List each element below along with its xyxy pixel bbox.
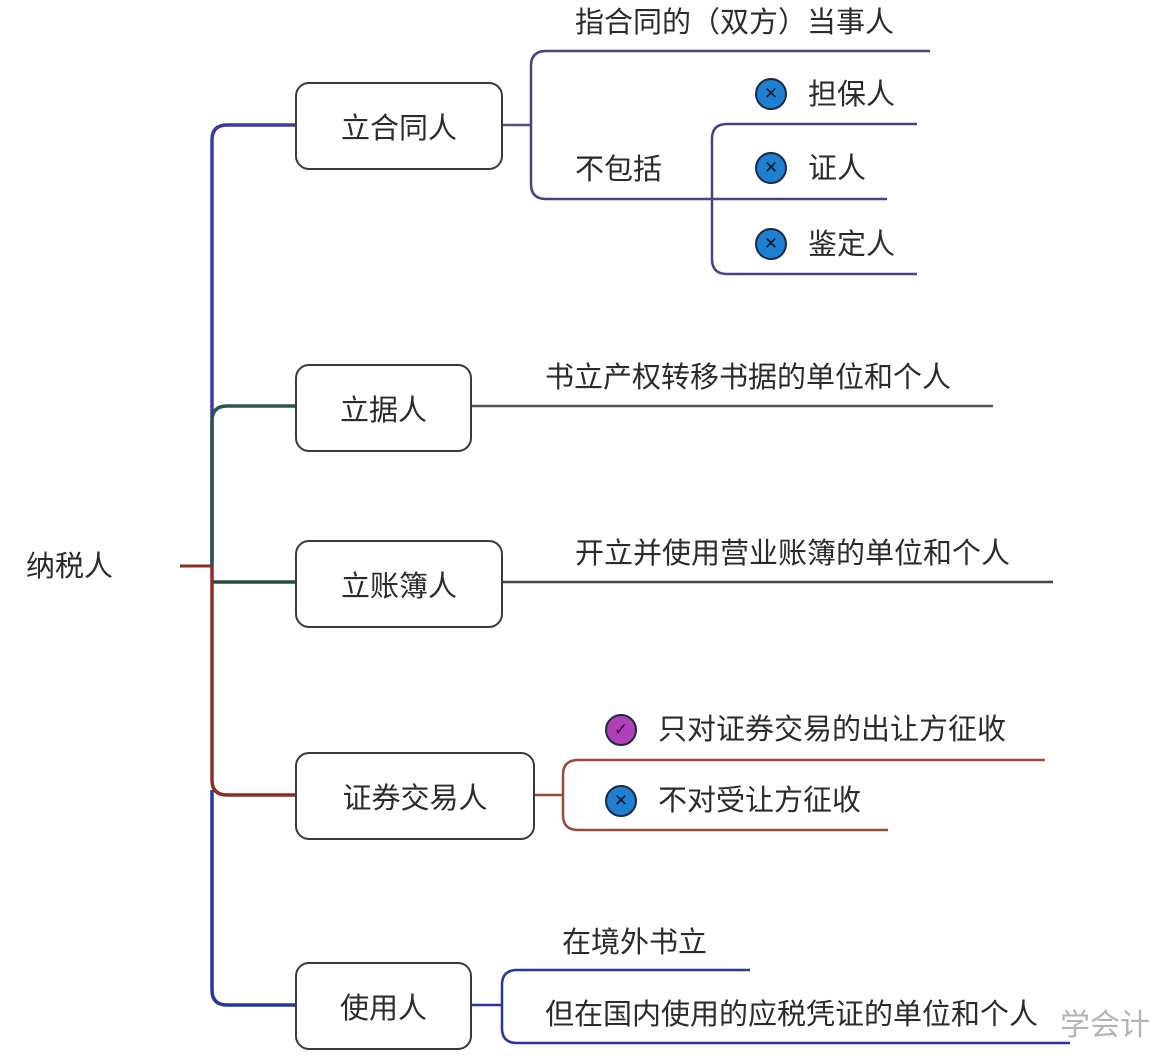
connector-user-domestic (500, 1005, 1070, 1045)
x-icon: ✕ (755, 78, 787, 110)
leaf-witness: 证人 (808, 151, 867, 185)
node-contract-party: 立合同人 (295, 82, 503, 170)
check-glyph: ✓ (613, 720, 629, 740)
leaf-exclude: 不包括 (575, 152, 663, 186)
trunk-branch-1 (210, 123, 297, 566)
trunk-branch-4 (210, 566, 297, 797)
node-document-party: 立据人 (295, 364, 472, 452)
connector-contract-exclude (529, 125, 712, 201)
root-node-taxpayer: 纳税人 (26, 549, 114, 583)
x-icon: ✕ (755, 152, 787, 184)
node-securities-trader-label: 证券交易人 (342, 781, 488, 815)
node-user-label: 使用人 (339, 991, 427, 1025)
leaf-user-domestic: 但在国内使用的应税凭证的单位和个人 (545, 997, 1039, 1031)
trunk-branch-2 (210, 404, 297, 566)
x-glyph: ✕ (763, 158, 779, 178)
node-ledger-party-label: 立账簿人 (340, 569, 457, 603)
x-glyph: ✕ (613, 791, 629, 811)
x-glyph: ✕ (763, 84, 779, 104)
leaf-contract-parties: 指合同的（双方）当事人 (575, 5, 895, 39)
leaf-user-abroad: 在境外书立 (562, 925, 708, 959)
node-contract-party-label: 立合同人 (340, 111, 457, 145)
connector-securities-seller (561, 758, 1045, 795)
node-user: 使用人 (295, 962, 472, 1050)
leaf-appraiser: 鉴定人 (808, 227, 896, 261)
check-icon: ✓ (605, 714, 637, 746)
connector-securities-buyer (561, 795, 888, 832)
connector-user-abroad (500, 968, 750, 1005)
node-document-party-label: 立据人 (339, 393, 427, 427)
node-ledger-party: 立账簿人 (295, 540, 503, 628)
connector-exclude-appraiser (710, 199, 917, 276)
connector-exclude-guarantor (710, 122, 917, 199)
x-icon: ✕ (755, 228, 787, 260)
leaf-securities-buyer: 不对受让方征收 (658, 783, 862, 817)
leaf-guarantor: 担保人 (808, 77, 896, 111)
node-securities-trader: 证券交易人 (295, 752, 535, 840)
leaf-document-desc: 书立产权转移书据的单位和个人 (545, 360, 952, 394)
connector-contract-parties (529, 49, 930, 125)
leaf-ledger-desc: 开立并使用营业账簿的单位和个人 (575, 536, 1011, 570)
x-icon: ✕ (605, 785, 637, 817)
trunk-branch-5 (210, 790, 297, 1007)
watermark: 学会计 (1060, 1008, 1150, 1043)
leaf-securities-seller: 只对证券交易的出让方征收 (658, 712, 1007, 746)
x-glyph: ✕ (763, 234, 779, 254)
